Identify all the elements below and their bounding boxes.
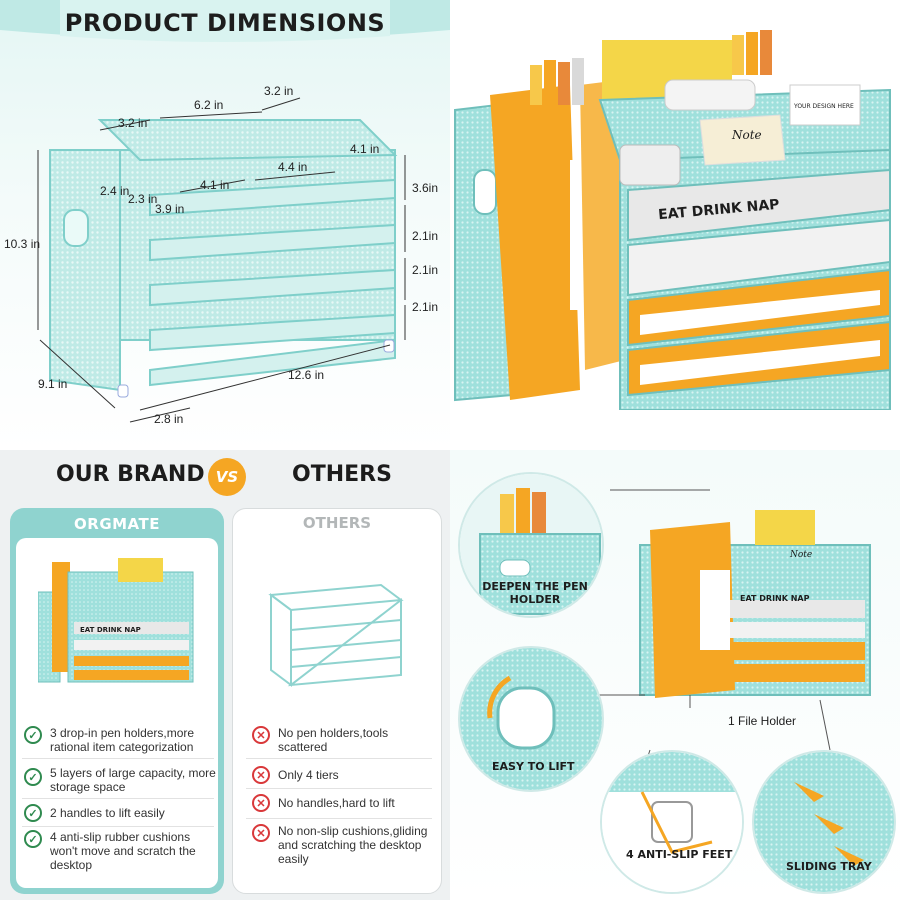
anti-slip-label: 4 ANTI-SLIP FEET [626,848,733,861]
brand-card-body: EAT DRINK NAP [16,538,218,888]
brand-point-1: 3 drop-in pen holders,more rational item… [50,726,195,754]
cross-icon: ✕ [252,726,270,744]
pen-holder-closeup [458,472,604,618]
comparison-panel: OUR BRAND VS OTHERS ORGMATE [0,450,450,900]
dim-tray-left: 4.1 in [200,178,230,192]
dim-top-left-width: 3.2 in [118,116,148,130]
dim-tier-2-height: 2.1in [412,229,439,243]
dimensions-banner [0,0,450,42]
handle-closeup [458,646,604,792]
others-point-1: No pen holders,tools scattered [278,726,389,754]
dim-file-holder-width: 2.8 in [154,412,184,426]
brand-point-3: 2 handles to lift easily [50,806,165,820]
brand-card: ORGMATE EAT DRINK NAP [10,508,224,894]
check-icon: ✓ [24,830,42,848]
easy-lift-label: EASY TO LIFT [492,760,575,773]
dim-tray-right: 4.1 in [350,142,380,156]
others-point-4: No non-slip cushions,gliding and scratch… [278,824,428,866]
dim-depth: 9.1 in [38,377,68,391]
divider [246,758,432,759]
others-point-2: Only 4 tiers [278,768,339,782]
sliding-tray-label: SLIDING TRAY [786,860,872,873]
product-hero-panel: EAT DRINK NAP Note YOUR DESIGN HERE [450,0,900,450]
cross-icon: ✕ [252,766,270,784]
divider [246,818,432,819]
divider [22,758,214,759]
pen-holder-label: DEEPEN THE PEN HOLDER [482,580,588,606]
brand-book-title: EAT DRINK NAP [80,626,141,634]
divider [22,798,214,799]
organizer-product-illustration [450,30,900,450]
brand-point-2: 5 layers of large capacity, more storage… [50,766,216,794]
check-icon: ✓ [24,804,42,822]
others-product-image [268,583,404,687]
dim-pen-slot-2: 2.3 in [128,192,158,206]
dim-top-right-width: 3.2 in [264,84,294,98]
dim-top-tier-height: 3.6in [412,181,439,195]
others-heading: OTHERS [292,462,392,487]
cross-icon: ✕ [252,794,270,812]
check-icon: ✓ [24,726,42,744]
dim-top-middle-width: 6.2 in [194,98,224,112]
features-panel: DEEPEN THE PEN HOLDER EASY TO LIFT 1 Fil… [450,450,900,900]
divider [22,826,214,827]
dim-tier-3-height: 2.1in [412,263,439,277]
features-book-title: EAT DRINK NAP [740,594,810,603]
features-product-illustration [570,489,871,781]
dim-pen-slot-3: 3.9 in [155,202,185,216]
our-brand-heading: OUR BRAND [56,462,205,487]
check-icon: ✓ [24,768,42,786]
brand-point-4: 4 anti-slip rubber cushions won't move a… [50,830,196,872]
organizer-wireframe-illustration [37,97,406,423]
dimensions-title: PRODUCT DIMENSIONS [64,9,386,37]
dimensions-panel: PRODUCT DIMENSIONS [0,0,450,450]
anti-slip-closeup [600,750,744,894]
brand-logo: ORGMATE [74,515,160,533]
cross-icon: ✕ [252,824,270,842]
file-holder-label: 1 File Holder [728,714,797,728]
features-note-text: Note [790,550,813,560]
others-point-3: No handles,hard to lift [278,796,395,810]
dim-tray-middle: 4.4 in [278,160,308,174]
dim-tier-4-height: 2.1in [412,300,439,314]
dim-pen-slot-1: 2.4 in [100,184,130,198]
divider [246,788,432,789]
others-tab: OTHERS [302,514,372,532]
brand-product-image [38,558,194,683]
dim-total-height: 10.3 in [4,237,41,251]
vs-badge: VS [208,458,246,496]
hero-card-text: YOUR DESIGN HERE [794,103,854,110]
hero-note-text: Note [732,128,762,142]
sliding-tray-closeup [752,750,896,894]
dim-length: 12.6 in [288,368,325,382]
